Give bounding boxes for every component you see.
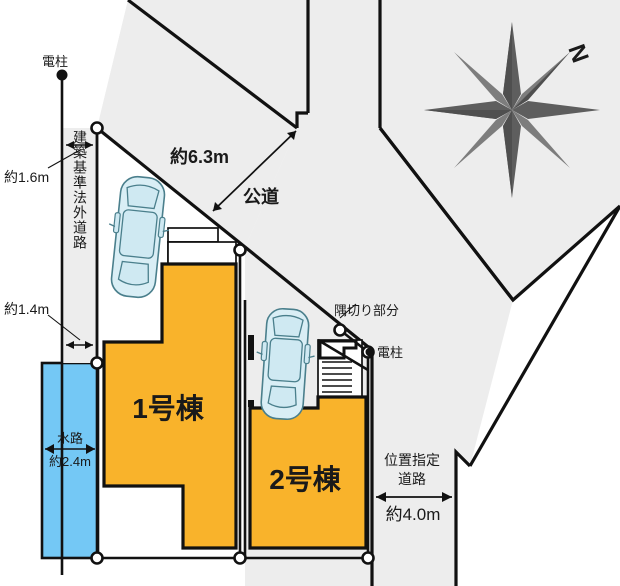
dim-waterway-label: 約2.4m (49, 454, 91, 469)
boundary-marker (361, 551, 375, 565)
building-1-poly (102, 262, 238, 550)
dim-waterway-group: 水路 約2.4m (45, 431, 95, 469)
edge-site-nw-diagonal2 (243, 245, 374, 352)
designated-road-label-2: 道路 (398, 471, 426, 487)
building-2-poly (248, 395, 368, 550)
boundary-marker (90, 356, 104, 370)
edge-lower-right-diagonal (468, 205, 620, 467)
dim-left-bottom-label: 約1.4m (4, 301, 49, 317)
public-road-label: 公道 (243, 186, 279, 207)
dim-designated-road-group: 位置指定 道路 約4.0m (376, 452, 452, 524)
boundary-marker (233, 551, 247, 565)
edge-top-diagonal (127, 0, 298, 130)
edge-notch (295, 111, 308, 128)
dim-designated-road-label: 約4.0m (386, 505, 441, 524)
edge-lower-right-step (454, 448, 472, 586)
compass-rose: N (424, 22, 600, 198)
designated-road-label-1: 位置指定 (384, 452, 440, 468)
dim-public-road-group: 約6.3m 公道 (170, 130, 297, 212)
dim-left-bottom-group: 約1.4m (4, 301, 93, 349)
corner-cut-label: 隅切り部分 (334, 303, 399, 318)
boundary-markers (90, 121, 375, 565)
utility-pole-top-group: 電柱 (42, 54, 68, 81)
edge-ne-diagonal (378, 127, 620, 303)
plot-1-group: 1号棟 (95, 128, 242, 560)
plot-2-tick-upper (248, 335, 254, 360)
car-plot-1 (108, 175, 170, 299)
dim-public-road-label: 約6.3m (170, 146, 229, 167)
dim-left-top-group: 約1.6m (4, 141, 93, 185)
building-2-label: 2号棟 (269, 464, 342, 495)
road-gray-final (97, 0, 620, 586)
boundary-marker (90, 121, 104, 135)
dim-left-top-label: 約1.6m (4, 169, 49, 185)
road-notch-white (297, 0, 380, 128)
non-standard-road-label: 建築基準法外道路 (72, 130, 88, 250)
road-mask-group (97, 0, 620, 586)
utility-pole-dot (56, 69, 68, 81)
edge-site-nw-diagonal (95, 126, 247, 249)
waterway-shape (40, 361, 100, 560)
building-2-stairs (322, 361, 352, 393)
building-1-label: 1号棟 (132, 393, 205, 424)
plot-2-group: 2号棟 (243, 300, 370, 560)
boundary-marker (333, 323, 347, 337)
boundary-marker (233, 243, 247, 257)
plot-2-tick-lower (248, 400, 254, 407)
utility-pole-right-label: 電柱 (377, 345, 403, 360)
car-plot-2 (256, 307, 315, 421)
utility-pole-right-group: 電柱 (365, 345, 403, 360)
waterway-label: 水路 (57, 431, 83, 446)
corner-cut-edge-2 (317, 338, 369, 372)
boundary-marker (90, 551, 104, 565)
utility-pole-top-label: 電柱 (42, 54, 68, 69)
utility-pole-dot (365, 347, 375, 357)
waterway-group (40, 361, 100, 560)
corner-cut-annotation: 隅切り部分 (334, 303, 399, 319)
